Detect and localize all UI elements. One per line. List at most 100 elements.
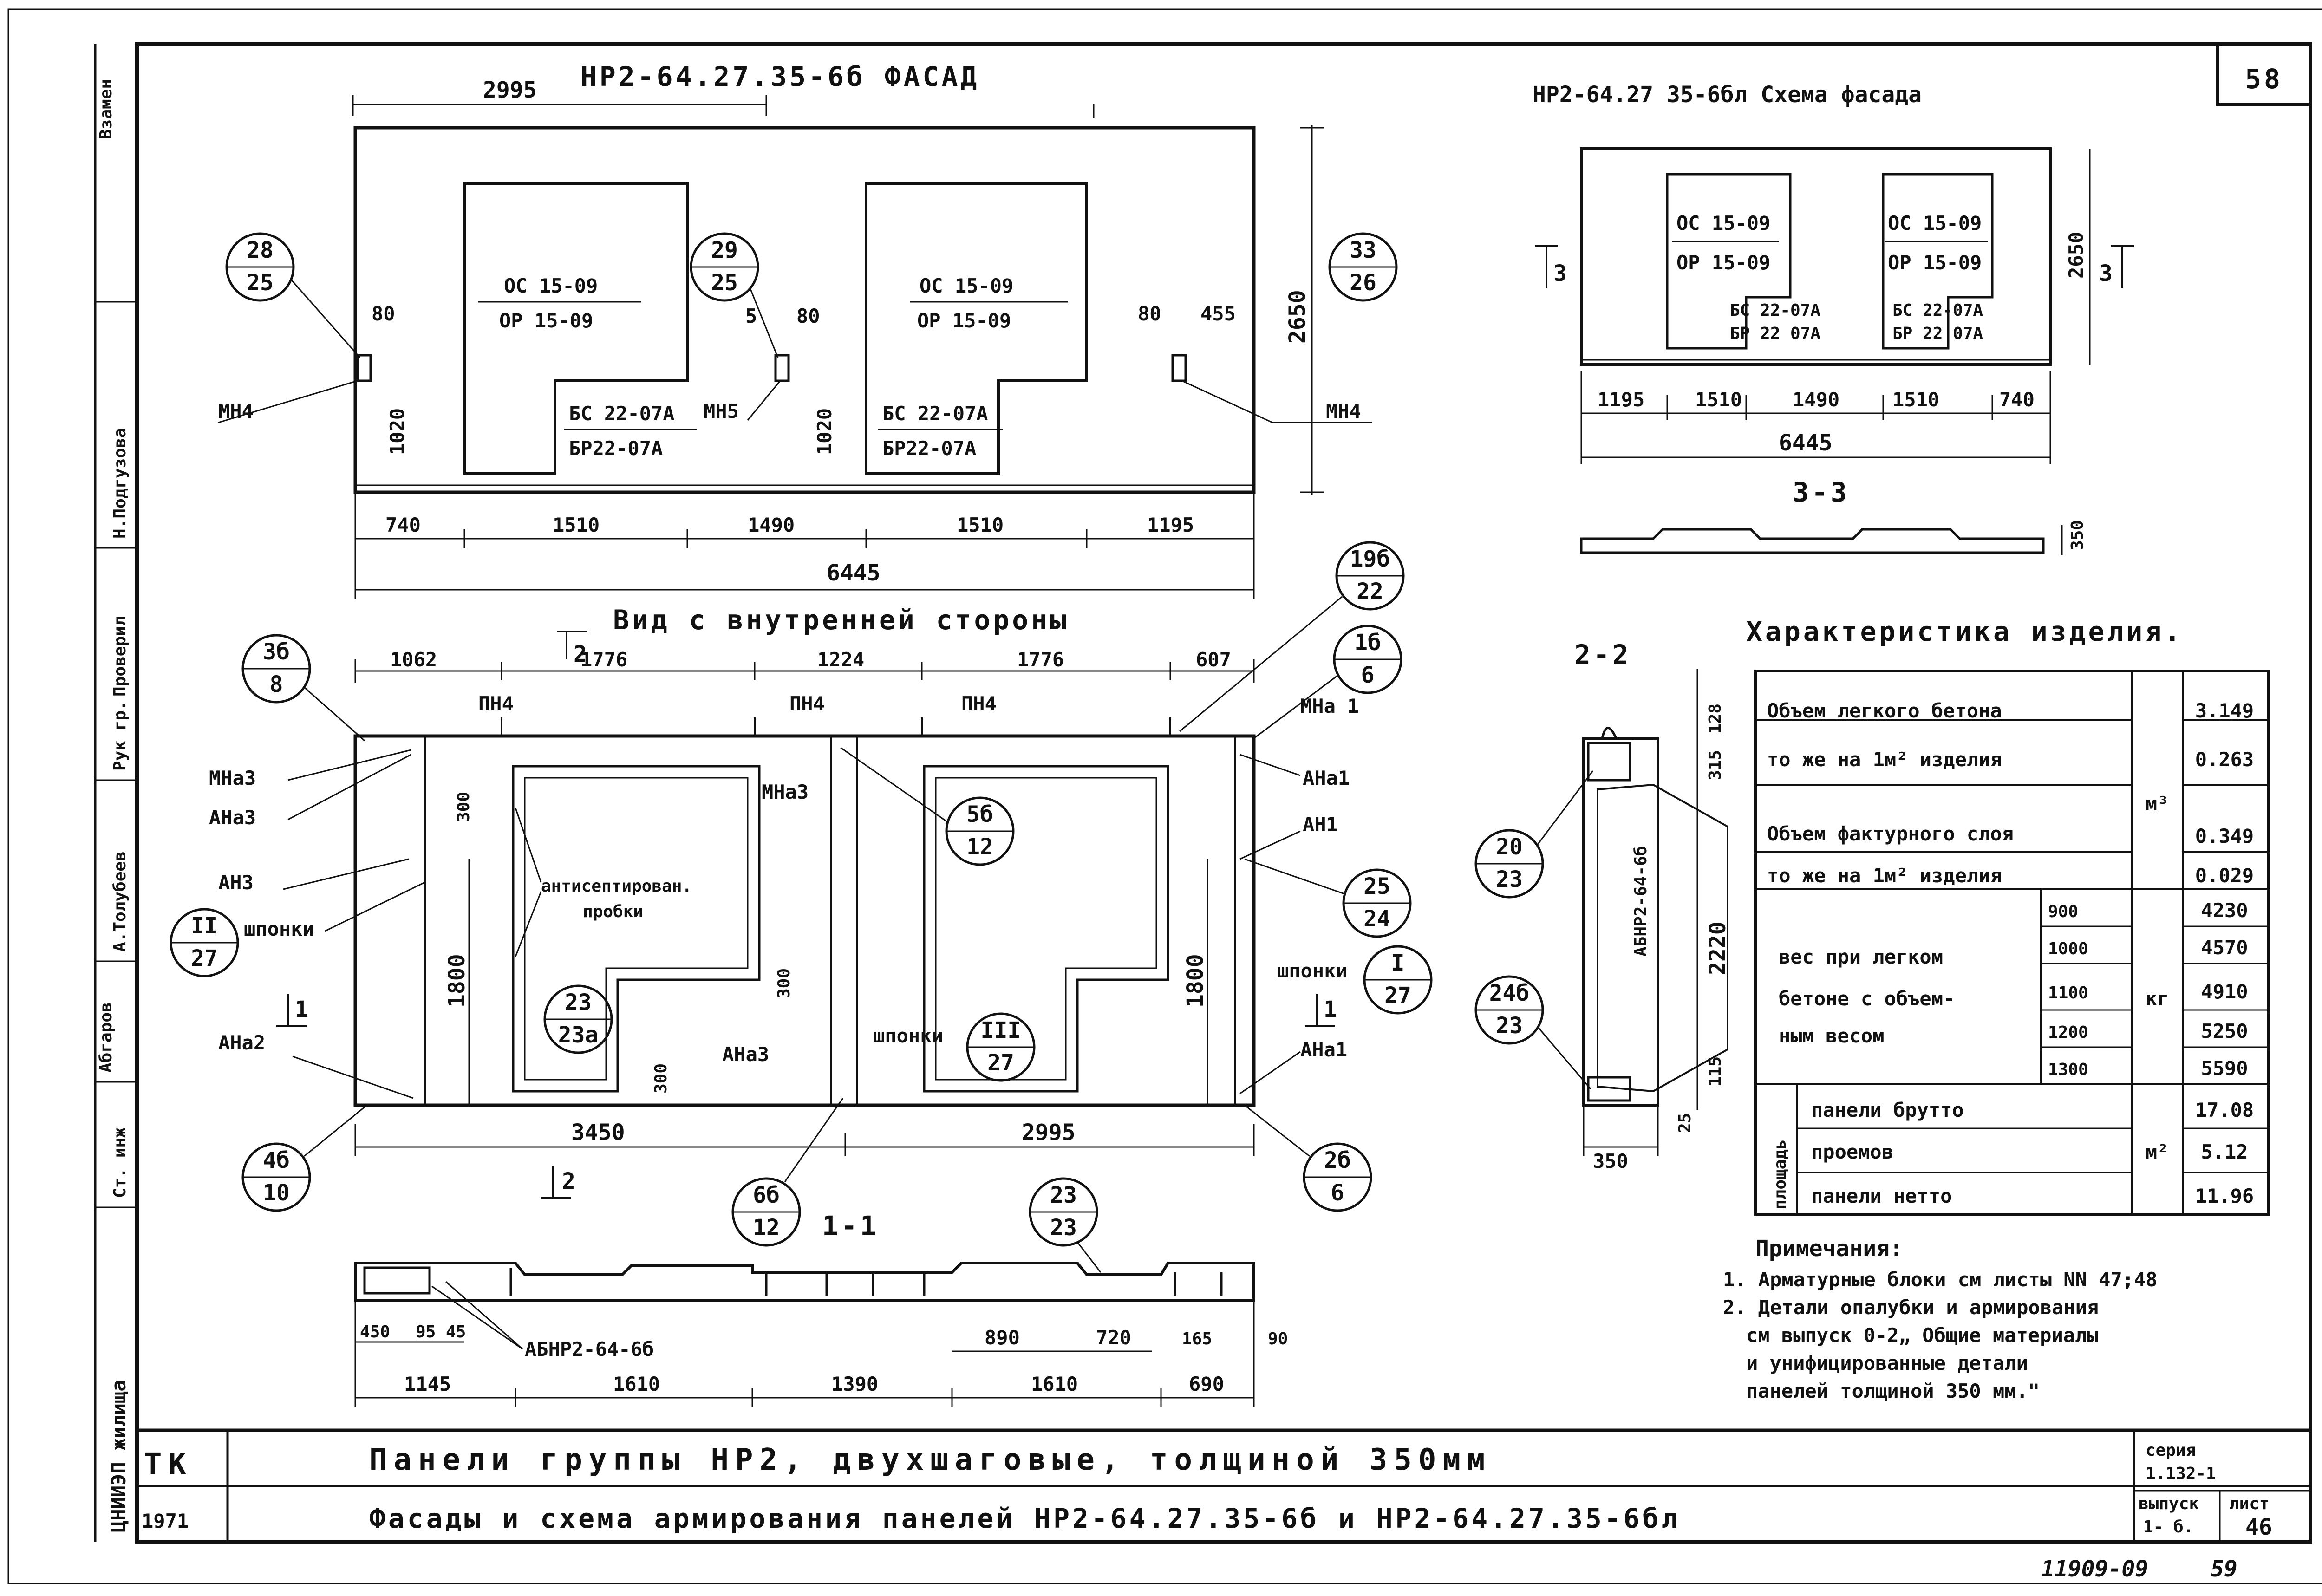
- stamp-role-2: Рук гр.: [111, 700, 130, 771]
- svg-text:23: 23: [1496, 1013, 1523, 1039]
- label-shponki-right: шпонки: [1277, 959, 1348, 982]
- label-an3: АН3: [218, 871, 254, 894]
- left-stamp: ЦНИИЭП жилища Ст. инж Абгаров А.Толубеев…: [95, 79, 137, 1532]
- scheme-dim-4: 1510: [1892, 388, 1939, 411]
- char-area-2-label: проемов: [1811, 1140, 1893, 1163]
- title-line-2: Фасады и схема армирования панелей НР2-6…: [369, 1503, 1680, 1534]
- char-row-4-label: то же на 1м² изделия: [1767, 864, 2002, 887]
- char-row-2-label: то же на 1м² изделия: [1767, 748, 2002, 771]
- char-unit-volume: м³: [2146, 792, 2169, 815]
- char-row-1-label: Объем легкого бетона: [1767, 699, 2002, 722]
- facade-dim-80-3: 80: [1138, 302, 1161, 325]
- title-org: ТК: [144, 1447, 193, 1482]
- title-series-label: серия: [2146, 1441, 2196, 1460]
- svg-text:27: 27: [191, 945, 218, 971]
- section-1-1: 1-1 АБНР2-64-6б 450 95 45 890 720 165 90…: [354, 1177, 1288, 1407]
- facade-window-top-1: ОС 15-09: [504, 274, 598, 297]
- scheme-dim-3: 1490: [1793, 388, 1839, 411]
- title-sheet-label: лист: [2229, 1494, 2270, 1513]
- section-11-dim-890: 890: [985, 1326, 1020, 1349]
- callout-iii-27: III 27: [966, 1012, 1036, 1082]
- svg-text:2б: 2б: [1324, 1147, 1351, 1173]
- char-density-4: 1200: [2048, 1023, 2088, 1042]
- title-sheet: 46: [2245, 1514, 2272, 1540]
- section-11-title: 1-1: [822, 1210, 879, 1242]
- section-22-dim-115: 115: [1706, 1056, 1725, 1087]
- svg-text:23: 23: [1050, 1215, 1077, 1241]
- facade-total: 6445: [827, 560, 881, 586]
- label-pn4-2: ПН4: [789, 692, 825, 715]
- svg-text:33: 33: [1350, 237, 1376, 263]
- callout-25-24: 25 24: [1244, 858, 1412, 938]
- char-row-3-value: 0.349: [2195, 825, 2254, 847]
- characteristics-table: Характеристика изделия. Объем легкого бе…: [1746, 616, 2270, 1216]
- scheme-window-top-2: ОС 15-09: [1888, 212, 1982, 235]
- char-unit-area: м²: [2146, 1140, 2169, 1163]
- notes-line-5: панелей толщиной 350 мм.": [1746, 1380, 2040, 1402]
- scheme-opening-2: [1882, 173, 1994, 350]
- facade-door-top-2: БС 22-07А: [882, 402, 988, 425]
- char-area-2-value: 5.12: [2201, 1140, 2248, 1163]
- svg-text:6: 6: [1361, 662, 1375, 688]
- facade-label-mn4-left: МН4: [218, 400, 254, 423]
- section-11-dim-95: 95: [416, 1322, 436, 1342]
- scheme-dim-5: 740: [1999, 388, 2035, 411]
- section-mark-2-top: 2: [574, 641, 587, 667]
- label-shponki-mid: шпонки: [873, 1024, 944, 1047]
- callout-19b-22: 19б 22: [1179, 541, 1405, 732]
- inner-dim-top-3: 1224: [817, 648, 864, 671]
- section-2-2: 2-2 АБНР2-64-6б 128 315 2220 115 25 350 …: [1474, 639, 1731, 1173]
- facade-dim-80-1: 80: [372, 302, 395, 325]
- inner-dim-top-5: 607: [1196, 648, 1231, 671]
- section-22-dim-315: 315: [1706, 750, 1725, 780]
- char-row-4-value: 0.029: [2195, 864, 2254, 887]
- title-issue-label: выпуск: [2139, 1494, 2199, 1513]
- char-row-3-label: Объем фактурного слоя: [1767, 822, 2014, 845]
- svg-text:5б: 5б: [966, 801, 993, 827]
- char-density-3: 1100: [2048, 984, 2088, 1003]
- inner-opening-1: [512, 765, 761, 1093]
- inner-dim-top-4: 1776: [1017, 648, 1064, 671]
- svg-text:II: II: [191, 913, 218, 939]
- notes-title: Примечания:: [1755, 1236, 1903, 1262]
- section-mark-1-right: 1: [1324, 997, 1337, 1023]
- title-line-1: Панели группы НР2, двухшаговые, толщиной…: [369, 1443, 1491, 1477]
- section-11-dim-3: 1390: [831, 1373, 878, 1395]
- callout-33-26: 33 26: [1328, 232, 1398, 302]
- svg-text:4б: 4б: [263, 1147, 290, 1173]
- svg-text:25: 25: [711, 270, 738, 296]
- callout-20-23: 20 23: [1474, 770, 1594, 899]
- embedded-part-mn4-right: [1171, 354, 1187, 382]
- characteristics-title: Характеристика изделия.: [1746, 616, 2183, 647]
- scheme-dim-1: 1195: [1598, 388, 1644, 411]
- inner-dim-top-2: 1776: [580, 648, 627, 671]
- stamp-name-2: А.Толубеев: [111, 851, 130, 952]
- callout-23-23a: 23 23а: [543, 984, 613, 1054]
- scheme-door-top-2: БС 22-07А: [1892, 301, 1983, 320]
- label-mna1: МНа 1: [1300, 695, 1359, 717]
- inner-height-right: 1800: [1182, 954, 1208, 1008]
- svg-text:26: 26: [1350, 270, 1376, 296]
- svg-text:24: 24: [1363, 906, 1390, 932]
- notes-line-2: 2. Детали опалубки и армирования: [1723, 1296, 2099, 1319]
- label-ana1-bottom: АНа1: [1300, 1038, 1347, 1061]
- scheme-height: 2650: [2065, 232, 2087, 279]
- svg-text:23: 23: [1496, 866, 1523, 892]
- section-11-dim-90: 90: [1268, 1329, 1288, 1348]
- callout-4b-10: 4б 10: [241, 1104, 367, 1212]
- facade-door-bot-2: БР22-07А: [882, 437, 976, 460]
- svg-text:23: 23: [565, 990, 592, 1016]
- scheme-door-top-1: БС 22-07А: [1730, 301, 1820, 320]
- stamp-name-1: Абгаров: [97, 1002, 116, 1073]
- facade-opening-2: [865, 182, 1088, 475]
- callout-23-23: 23 23: [1029, 1177, 1102, 1273]
- scheme-section-mark-left: 3: [1553, 261, 1567, 287]
- char-weight-5: 5590: [2201, 1057, 2248, 1080]
- scheme-door-bot-2: БР 22 07А: [1892, 324, 1983, 343]
- scheme-opening-1: [1666, 173, 1792, 350]
- callout-29-25: 29 25: [690, 232, 779, 358]
- callout-3b-8: 3б 8: [241, 634, 365, 742]
- callout-28-25: 28 25: [225, 232, 361, 358]
- section-22-title: 2-2: [1574, 639, 1631, 671]
